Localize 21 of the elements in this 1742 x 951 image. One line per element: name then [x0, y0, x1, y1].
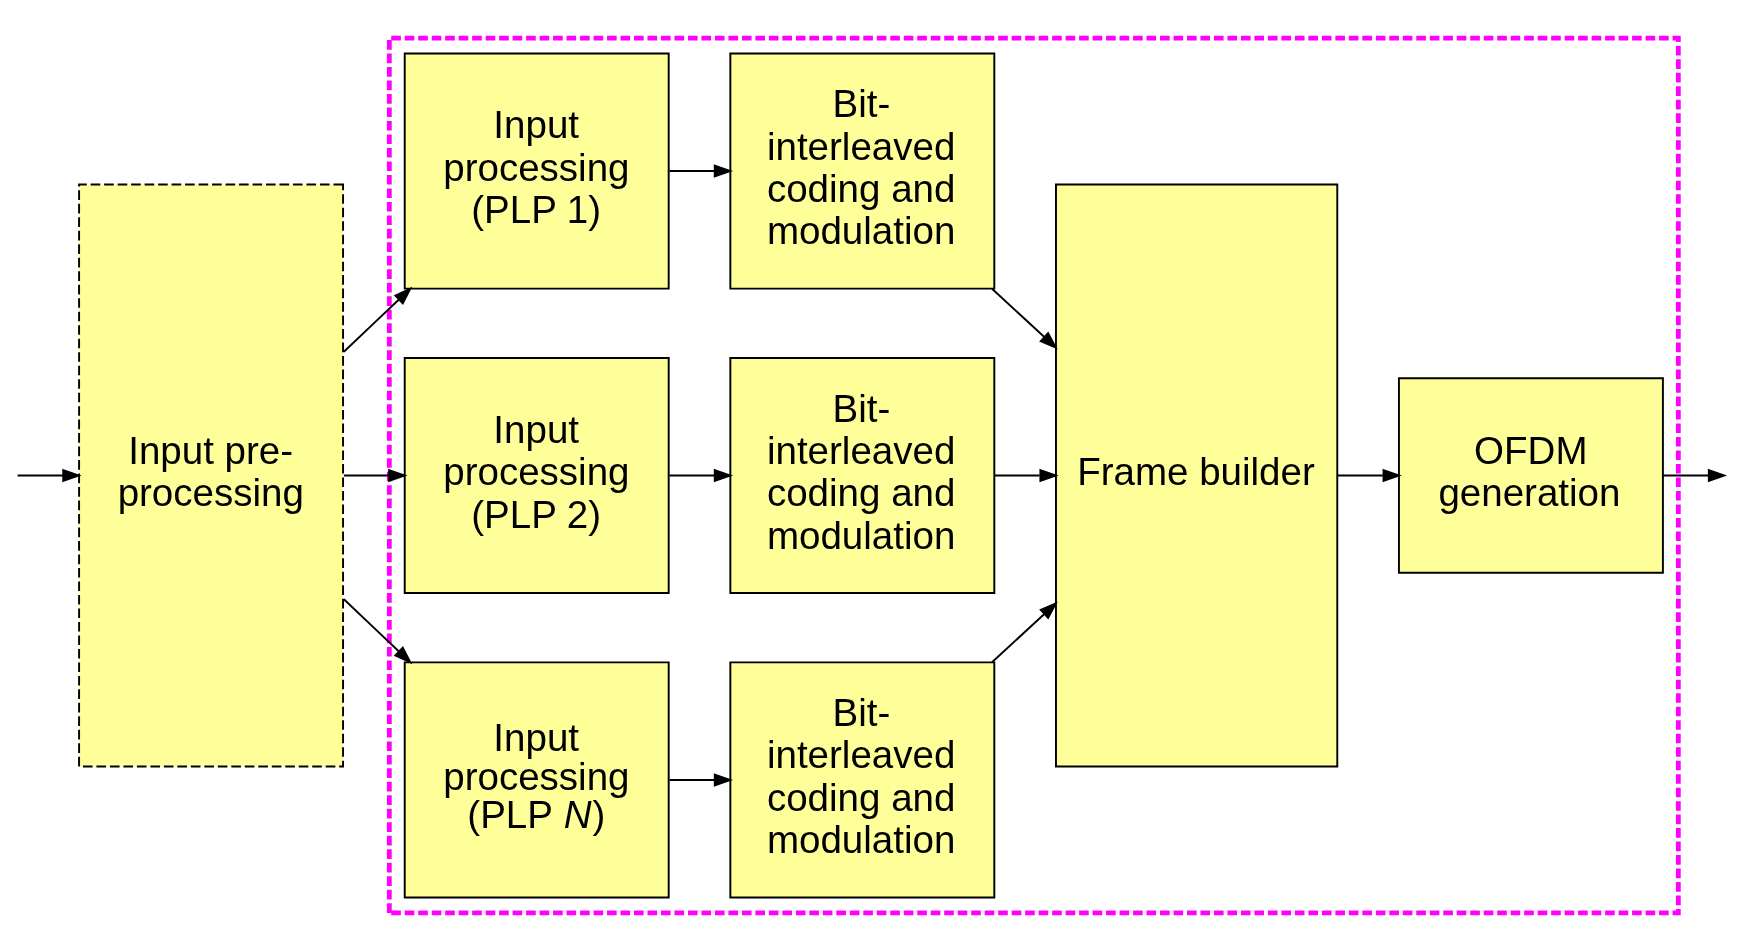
node-box: Input pre-processing: [78, 183, 345, 768]
arrow: [342, 468, 408, 483]
arrow: [342, 598, 413, 665]
node-box: Bit-interleaved coding and modulation: [729, 52, 996, 290]
node-box: OFDM generation: [1397, 377, 1664, 574]
arrow: [1662, 468, 1728, 483]
arrow: [1336, 468, 1402, 483]
arrow: [991, 601, 1058, 664]
node-box: Bit-interleaved coding and modulation: [729, 661, 996, 899]
node-box: Input processing (PLP 1): [403, 52, 670, 290]
node-box: Frame builder: [1055, 183, 1339, 768]
node-box: Input processing (PLP N): [403, 661, 670, 899]
arrow: [668, 773, 734, 787]
arrow: [993, 468, 1059, 483]
node-box: Input processing (PLP 2): [403, 357, 670, 594]
arrow: [16, 468, 82, 483]
node-box: Bit-interleaved coding and modulation: [729, 357, 996, 594]
arrow: [342, 286, 413, 353]
arrow: [668, 468, 734, 483]
arrow: [991, 287, 1058, 350]
arrow: [668, 164, 734, 178]
